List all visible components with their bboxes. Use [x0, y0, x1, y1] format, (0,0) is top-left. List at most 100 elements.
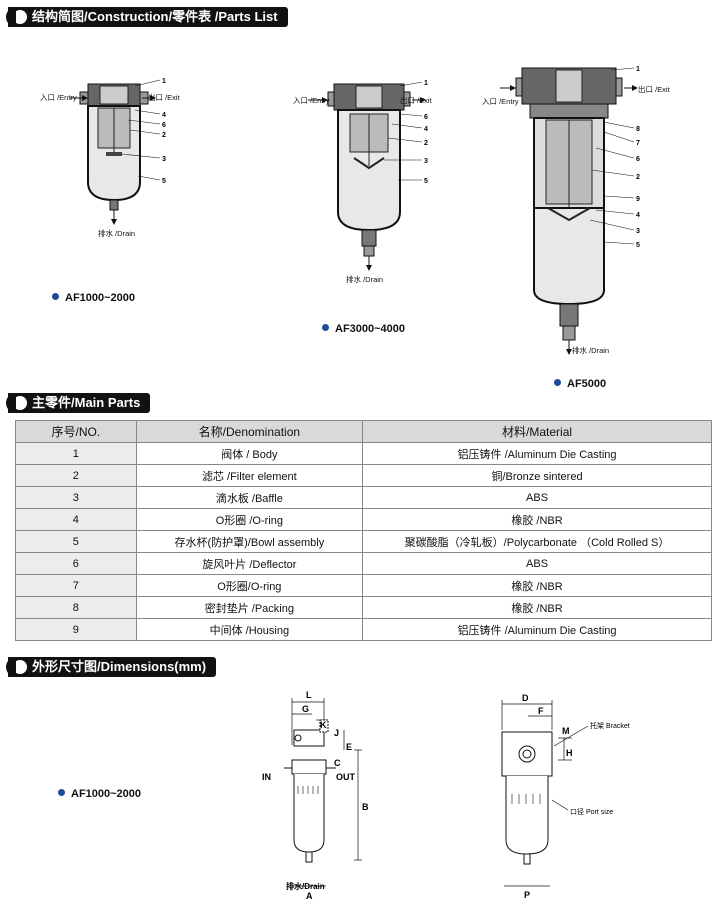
callout-4: 4 [636, 212, 640, 219]
af5000-exit-label: 出口 /Exit [638, 85, 670, 94]
cell-no: 8 [15, 596, 137, 619]
dimensions-model-text: AF1000~2000 [71, 788, 142, 800]
cell-material: 铝压铸件 /Aluminum Die Casting [362, 618, 712, 641]
dim-letter-l: L [306, 690, 312, 700]
callout-2: 2 [424, 140, 428, 147]
cell-material: ABS [362, 552, 712, 575]
cell-material: ABS [362, 486, 712, 509]
dim-letter-b: B [362, 802, 369, 812]
callout-4: 4 [424, 126, 428, 133]
table-header-row: 序号/NO. 名称/Denomination 材料/Material [15, 420, 712, 443]
callout-8: 8 [636, 126, 640, 133]
af3000-drain-label: 排水 /Drain [346, 275, 384, 284]
af5000-entry-label: 入口 /Entry [482, 97, 519, 106]
callout-1: 1 [424, 80, 428, 87]
bullet-dot [58, 789, 65, 796]
bullet-dot [554, 379, 561, 386]
dim-letter-c: C [334, 758, 341, 768]
af5000-model-text: AF5000 [567, 378, 607, 390]
cell-name: 存水杯(防护罩)/Bowl assembly [135, 530, 364, 553]
callout-3: 3 [162, 156, 166, 163]
dim-letter-e: E [346, 742, 352, 752]
cell-no: 1 [15, 442, 137, 465]
af1000-model-text: AF1000~2000 [65, 292, 136, 304]
callout-6: 6 [162, 122, 166, 129]
af3000-entry-label: 入口 /Entry [293, 96, 330, 105]
af3000-exit-label: 出口 /Exit [400, 96, 432, 105]
callout-1: 1 [162, 78, 166, 85]
dim-letter-a: A [306, 891, 313, 901]
cell-no: 4 [15, 508, 137, 531]
section-title-main-parts: 主零件/Main Parts [5, 393, 151, 413]
dimensions-front-view: L G K J E C B A IN OUT 排水/Drain [262, 690, 369, 901]
cell-name: 旋风叶片 /Deflector [135, 552, 364, 575]
cell-name: 阀体 / Body [135, 442, 364, 465]
cell-no: 9 [15, 618, 137, 641]
table-row: 5 存水杯(防护罩)/Bowl assembly 聚碳酸脂（冷轧板）/Polyc… [15, 530, 712, 553]
dim-letter-g: G [302, 704, 309, 714]
bullet-dot [52, 293, 59, 300]
callout-7: 7 [636, 140, 640, 147]
table-row: 9 中间体 /Housing 铝压铸件 /Aluminum Die Castin… [15, 618, 712, 641]
header-material: 材料/Material [362, 420, 712, 443]
dim-letter-f: F [538, 706, 544, 716]
dim-letter-d: D [522, 693, 529, 703]
af3000-model-text: AF3000~4000 [335, 323, 406, 335]
af1000-construction-diagram: 1 4 6 2 3 5 [70, 78, 166, 225]
af3000-construction-diagram: 1 6 4 2 3 5 [308, 80, 428, 271]
callout-3: 3 [424, 158, 428, 165]
callout-2: 2 [636, 174, 640, 181]
dim-letter-m: M [562, 726, 570, 736]
table-row: 7 O形圈/O-ring 橡胶 /NBR [15, 574, 712, 597]
callout-6: 6 [424, 114, 428, 121]
cell-material: 聚碳酸脂（冷轧板）/Polycarbonate （Cold Rolled S） [362, 530, 712, 553]
table-row: 1 阀体 / Body 铝压铸件 /Aluminum Die Casting [15, 442, 712, 465]
callout-9: 9 [636, 196, 640, 203]
af5000-model-label: AF5000 [554, 378, 606, 390]
section-title-construction: 结构简图/Construction/零件表 /Parts List [6, 7, 288, 27]
dimensions-side-view: D F M H P 托架 Bracket 口径 Port size [501, 693, 630, 900]
cell-material: 橡胶 /NBR [362, 508, 712, 531]
cell-no: 3 [15, 486, 137, 509]
cell-no: 6 [15, 552, 137, 575]
af1000-exit-label: 出口 /Exit [148, 93, 180, 102]
af1000-drain-label: 排水 /Drain [98, 229, 136, 238]
af1000-model-label: AF1000~2000 [52, 292, 135, 304]
callout-2: 2 [162, 132, 166, 139]
cell-name: O形圈/O-ring [135, 574, 364, 597]
dim-drain-label: 排水/Drain [286, 881, 325, 891]
dim-letter-k: K [320, 720, 327, 730]
dim-out-label: OUT [336, 772, 356, 782]
dim-letter-h: H [566, 748, 573, 758]
af5000-construction-diagram: 1 8 7 6 2 9 4 3 5 [500, 66, 640, 355]
table-row: 8 密封垫片 /Packing 橡胶 /NBR [15, 596, 712, 619]
dim-letter-p: P [524, 890, 530, 900]
main-parts-table: 序号/NO. 名称/Denomination 材料/Material 1 阀体 … [15, 420, 712, 641]
dim-port-size-label: 口径 Port size [570, 807, 613, 816]
cell-name: 滤芯 /Filter element [135, 464, 364, 487]
callout-5: 5 [424, 178, 428, 185]
header-denomination: 名称/Denomination [135, 420, 364, 443]
dim-bracket-label: 托架 Bracket [590, 721, 630, 730]
dim-in-label: IN [262, 772, 271, 782]
dimensions-model-label: AF1000~2000 [58, 788, 141, 800]
section-title-dimensions: 外形尺寸图/Dimensions(mm) [5, 657, 217, 677]
bullet-dot [322, 324, 329, 331]
cell-name: O形圈 /O-ring [135, 508, 364, 531]
callout-3: 3 [636, 228, 640, 235]
callout-1: 1 [636, 66, 640, 73]
callout-5: 5 [636, 242, 640, 249]
cell-material: 橡胶 /NBR [362, 574, 712, 597]
callout-5: 5 [162, 178, 166, 185]
dim-letter-j: J [334, 728, 339, 738]
af5000-drain-label: 排水 /Drain [572, 346, 610, 355]
cell-no: 7 [15, 574, 137, 597]
callout-6: 6 [636, 156, 640, 163]
cell-name: 滴水板 /Baffle [135, 486, 364, 509]
table-row: 4 O形圈 /O-ring 橡胶 /NBR [15, 508, 712, 531]
cell-name: 密封垫片 /Packing [135, 596, 364, 619]
af1000-entry-label: 入口 /Entry [40, 93, 77, 102]
af3000-model-label: AF3000~4000 [322, 323, 405, 335]
table-row: 2 滤芯 /Filter element 铜/Bronze sintered [15, 464, 712, 487]
table-row: 6 旋风叶片 /Deflector ABS [15, 552, 712, 575]
